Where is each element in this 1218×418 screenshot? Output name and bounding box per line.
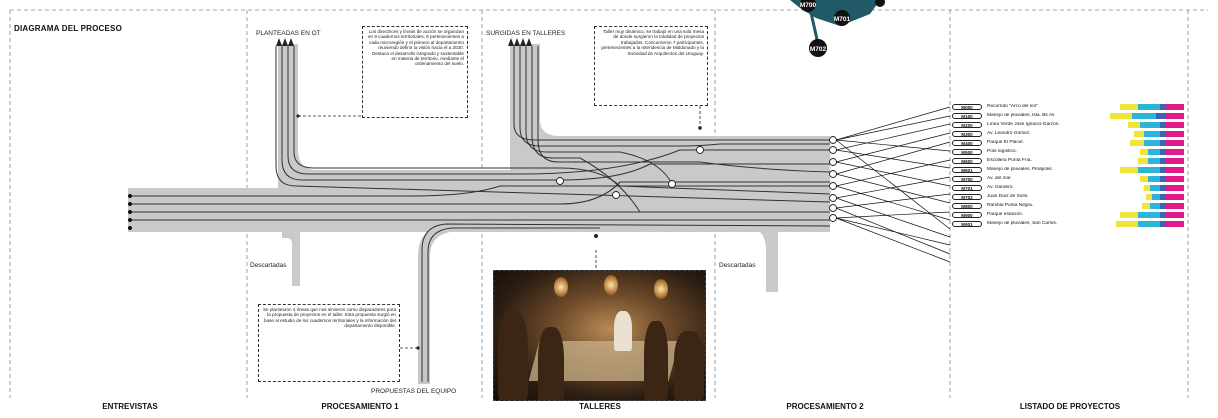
project-name: Manejo de pluviales, San Carlos.	[987, 221, 1058, 227]
label-propuestas: PROPUESTAS DEL EQUIPO	[371, 388, 457, 395]
map-node	[809, 39, 827, 57]
flow-line	[130, 181, 830, 205]
project-row: M600 Escollera Punta Fría.	[952, 157, 1082, 165]
flow-line	[513, 46, 830, 141]
start-dots	[128, 194, 132, 230]
project-color-bars	[1110, 104, 1184, 227]
project-row: M701 Av. Gardero.	[952, 184, 1082, 192]
project-code: M601	[952, 166, 982, 173]
flow-line	[287, 46, 830, 175]
project-row: M000 Recorrido "Arco del sol"	[952, 103, 1082, 111]
project-name: Línea Verde José Ignacio-Garzón.	[987, 122, 1060, 128]
map-node	[834, 10, 850, 26]
flow-nodes	[556, 136, 837, 222]
workshop-photo	[493, 270, 706, 401]
project-name: Recorrido "Arco del sol"	[987, 104, 1038, 110]
project-row: M900 Parque estación.	[952, 211, 1082, 219]
project-code: M400	[952, 139, 982, 146]
stage-entrevistas: ENTREVISTAS	[102, 402, 158, 411]
project-code: M700	[952, 175, 982, 182]
map-fragment	[790, 0, 885, 57]
flow-line	[130, 185, 830, 197]
project-name: Escollera Punta Fría.	[987, 158, 1032, 164]
project-name: Parque estación.	[987, 212, 1024, 218]
ot-flow-band	[278, 44, 830, 192]
project-code: M800	[952, 202, 982, 209]
leader-lines	[298, 106, 701, 349]
flow-line	[531, 46, 641, 213]
project-name: Manejo de pluviales, Piriápolis.	[987, 167, 1053, 173]
descarte-1-band	[282, 232, 300, 286]
flow-line	[519, 46, 830, 147]
color-bars-group	[1110, 104, 1184, 227]
project-row: M200 Línea Verde José Ignacio-Garzón.	[952, 121, 1082, 129]
stage-listado-proyectos: LISTADO DE PROYECTOS	[1019, 402, 1121, 411]
column-dividers	[9, 9, 1208, 398]
project-row: M700 Av. del mar.	[952, 175, 1082, 183]
leader-dots	[296, 114, 702, 350]
project-name: Parque El Placer.	[987, 140, 1025, 146]
project-row: M702 Juan Díaz de Solís.	[952, 193, 1082, 201]
note-ot: Los directrices y líneas de acción se or…	[362, 26, 468, 118]
diagram-title: DIAGRAMA DEL PROCESO	[14, 24, 123, 33]
map-badge-text: M702	[810, 46, 827, 53]
project-code: M901	[952, 220, 982, 227]
project-row: M601 Manejo de pluviales, Piriápolis.	[952, 166, 1082, 174]
project-row: M500 Polo logístico.	[952, 148, 1082, 156]
project-name: Av. Gardero.	[987, 185, 1014, 191]
project-row: M400 Parque El Placer.	[952, 139, 1082, 147]
project-name: Rambla Punta Negra.	[987, 203, 1034, 209]
map-badge-text: M700	[800, 2, 817, 9]
project-code: M900	[952, 211, 982, 218]
flow-line	[537, 46, 831, 173]
label-planteadas: PLANTEADAS EN OT	[256, 30, 321, 37]
flow-line	[525, 46, 673, 185]
arrowheads	[276, 38, 532, 46]
map-badge-text: M701	[834, 16, 851, 23]
project-code: M200	[952, 121, 982, 128]
project-code: M000	[952, 103, 982, 110]
flow-lines	[130, 46, 831, 382]
project-row: M901 Manejo de pluviales, San Carlos.	[952, 220, 1082, 228]
stage-procesamiento-2: PROCESAMIENTO 2	[786, 402, 864, 411]
talleres-flow-band	[510, 44, 830, 170]
project-name: Av. del mar.	[987, 176, 1012, 182]
label-descartadas-2: Descartadas	[719, 262, 756, 269]
project-connectors	[835, 106, 951, 263]
main-flow-band	[128, 188, 830, 232]
project-name: Manejo de pluviales, Isla. Bs As	[987, 113, 1055, 119]
project-row: M800 Rambla Punta Negra.	[952, 202, 1082, 210]
flow-line	[421, 223, 831, 382]
label-descartadas-1: Descartadas	[250, 262, 287, 269]
descarte-2-band	[760, 232, 778, 292]
project-code: M600	[952, 157, 982, 164]
note-talleres: Taller muy dinámico, se trabajó en una s…	[594, 26, 708, 106]
project-name: Av. Leandro Gómez.	[987, 131, 1031, 137]
note-equipo: Se plantearon 4 líneas que nos sirvieron…	[258, 304, 400, 382]
project-row: M300 Av. Leandro Gómez.	[952, 130, 1082, 138]
project-code: M702	[952, 193, 982, 200]
stage-talleres: TALLERES	[579, 402, 621, 411]
flow-line	[275, 46, 831, 203]
stage-procesamiento-1: PROCESAMIENTO 1	[321, 402, 399, 411]
label-surgidas: SURGIDAS EN TALLERES	[486, 30, 566, 37]
project-code: M100	[952, 112, 982, 119]
project-code: M701	[952, 184, 982, 191]
project-row: M100 Manejo de pluviales, Isla. Bs As	[952, 112, 1082, 120]
project-name: Polo logístico.	[987, 149, 1017, 155]
project-name: Juan Díaz de Solís.	[987, 194, 1029, 200]
flow-line	[427, 227, 600, 382]
project-code: M500	[952, 148, 982, 155]
map-node	[875, 0, 885, 7]
propuestas-band	[418, 232, 450, 384]
map-node	[800, 0, 816, 12]
project-code: M300	[952, 130, 982, 137]
